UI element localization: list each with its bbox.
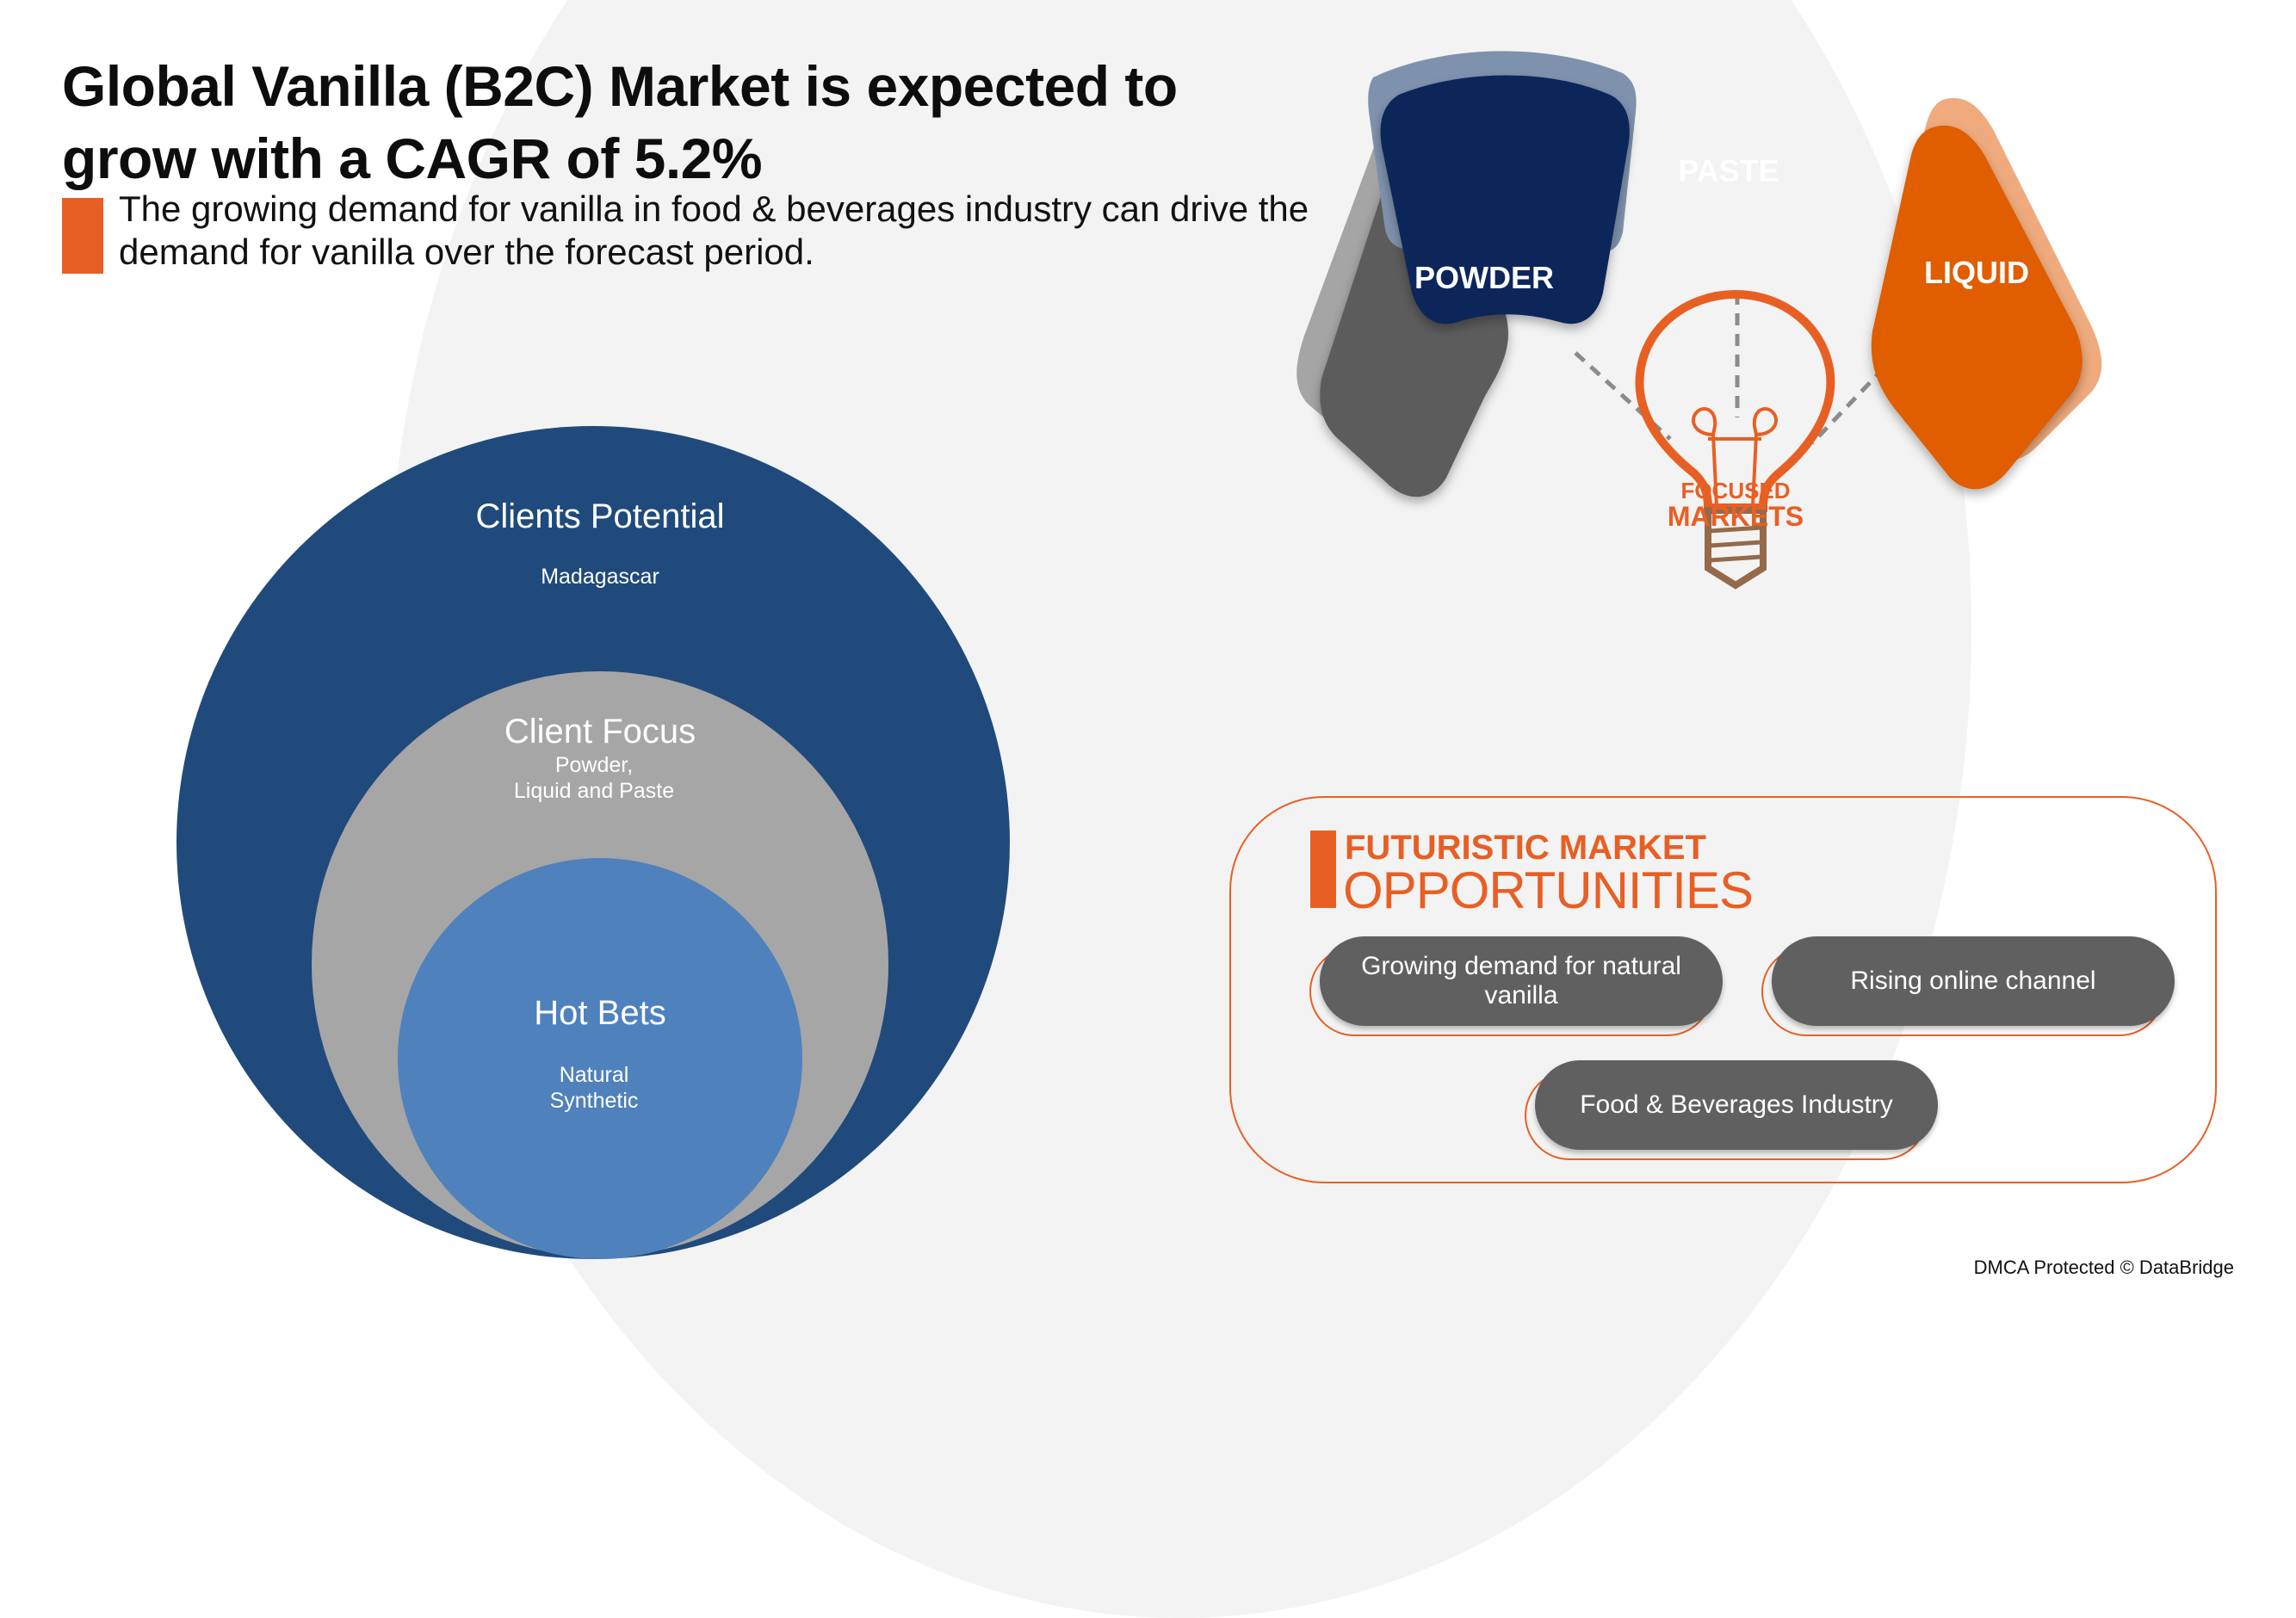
opportunities-accent-bar <box>1310 831 1336 908</box>
opportunity-item: Growing demand for natural vanilla <box>1309 936 1724 1038</box>
opportunity-item: Rising online channel <box>1761 936 2176 1038</box>
opportunity-pill-food-beverages: Food & Beverages Industry <box>1535 1060 1938 1150</box>
bulb-markets-label: MARKETS <box>1667 501 1804 532</box>
bulb-focused-label: FOCUSED <box>1680 478 1791 503</box>
liquid-label: LIQUID <box>1924 255 2029 290</box>
client-focus-line1: Powder, <box>554 753 634 777</box>
paste-petal <box>1368 51 1637 324</box>
page-subtitle: The growing demand for vanilla in food &… <box>119 188 1309 272</box>
hot-bets-circle <box>398 858 802 1259</box>
bulb-filament <box>1691 407 1779 507</box>
paste-petal-front <box>1380 75 1630 324</box>
product-forms-graphic <box>1297 51 2102 590</box>
liquid-petal-front <box>1871 125 2082 490</box>
subtitle-accent-bar <box>62 198 103 274</box>
client-focus-line2: Liquid and Paste <box>513 779 675 803</box>
hot-bets-line1: Natural <box>559 1063 629 1087</box>
opportunities-heading-line1: FUTURISTIC MARKET <box>1345 829 1706 867</box>
copyright-footer: DMCA Protected © DataBridge <box>1973 1257 2234 1278</box>
lightbulb-icon <box>1635 289 1835 590</box>
clients-potential-items: Madagascar <box>541 565 659 589</box>
powder-label: POWDER <box>1414 260 1554 295</box>
hot-bets-title: Hot Bets <box>534 994 666 1032</box>
opportunity-pill-online-channel: Rising online channel <box>1772 936 2175 1026</box>
client-focus-title: Client Focus <box>504 713 696 750</box>
paste-label: PASTE <box>1678 153 1779 188</box>
opportunity-item: Food & Beverages Industry <box>1525 1060 1940 1162</box>
page-title: Global Vanilla (B2C) Market is expected … <box>62 54 1178 190</box>
opportunities-heading-line2: OPPORTUNITIES <box>1343 861 1754 919</box>
opportunities-panel <box>1229 796 2217 1183</box>
bulb-base <box>1705 507 1767 590</box>
hot-bets-line2: Synthetic <box>549 1089 639 1113</box>
clients-potential-title: Clients Potential <box>475 497 725 535</box>
liquid-petal <box>1871 98 2102 490</box>
bulb-glass <box>1635 289 1835 512</box>
opportunity-pill-natural-vanilla: Growing demand for natural vanilla <box>1320 936 1723 1026</box>
